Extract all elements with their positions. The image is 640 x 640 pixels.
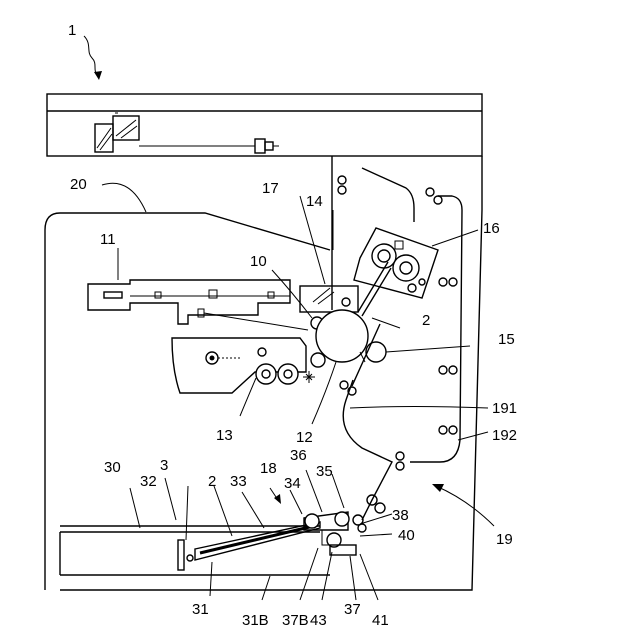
label-31: 31 — [192, 601, 209, 618]
leader-lines — [102, 183, 488, 600]
label-17: 17 — [262, 180, 279, 197]
label-12: 12 — [296, 429, 313, 446]
scanner-unit — [47, 94, 482, 156]
label-11: 11 — [100, 231, 116, 248]
label-20: 20 — [70, 176, 87, 193]
label-33: 33 — [230, 473, 247, 490]
device-pointer — [84, 36, 102, 80]
laser-scanning-unit — [88, 280, 308, 330]
label-34: 34 — [284, 475, 301, 492]
label-2-lower: 2 — [208, 473, 216, 490]
label-13: 13 — [216, 427, 233, 444]
label-43: 43 — [310, 612, 327, 629]
label-36: 36 — [290, 447, 307, 464]
fixing-unit — [354, 228, 438, 298]
label-41: 41 — [372, 612, 389, 629]
label-2-upper: 2 — [422, 312, 430, 329]
label-37B: 37B — [282, 612, 309, 629]
label-35: 35 — [316, 463, 333, 480]
arrow-18 — [270, 488, 281, 504]
developing-unit — [172, 338, 325, 393]
label-191: 191 — [492, 400, 517, 417]
label-10: 10 — [250, 253, 267, 270]
label-3: 3 — [160, 457, 168, 474]
label-40: 40 — [398, 527, 415, 544]
label-38: 38 — [392, 507, 409, 524]
label-16: 16 — [483, 220, 500, 237]
label-19: 19 — [496, 531, 513, 548]
label-32: 32 — [140, 473, 157, 490]
label-1: 1 — [68, 22, 76, 39]
label-18: 18 — [260, 460, 277, 477]
label-14: 14 — [306, 193, 323, 210]
arrow-19 — [432, 484, 494, 526]
label-192: 192 — [492, 427, 517, 444]
label-37: 37 — [344, 601, 361, 618]
label-31B: 31B — [242, 612, 269, 629]
label-30: 30 — [104, 459, 121, 476]
label-15: 15 — [498, 331, 515, 348]
pickup-unit — [304, 512, 366, 555]
paper-tray — [60, 522, 330, 575]
